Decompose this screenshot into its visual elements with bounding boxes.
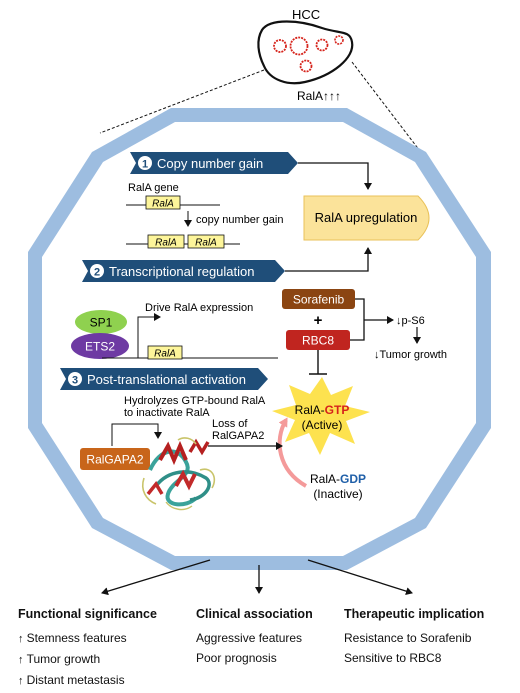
arrow-to-therapeutic: [307, 559, 413, 595]
banner-label: Post-translational activation: [87, 372, 246, 387]
plus-sign: +: [314, 312, 323, 329]
functional-header: Functional significance: [18, 607, 157, 621]
gain-label: copy number gain: [196, 214, 283, 226]
tumor-growth-effect: ↓Tumor growth: [374, 349, 447, 361]
rbc8-box: [286, 330, 350, 350]
banner-number: 2: [94, 267, 100, 279]
sorafenib-box: [282, 289, 355, 309]
functional-item: ↑ Distant metastasis: [18, 673, 125, 687]
inactive-rala-label: RalA-GDP: [310, 472, 366, 486]
liver-icon: [257, 20, 354, 85]
hydrolyze-line2: to inactivate RalA: [124, 407, 210, 419]
activation-arrow: [277, 417, 308, 488]
active-rala-label: RalA-GTP: [295, 403, 350, 417]
clinical-item: Aggressive features: [196, 631, 303, 645]
ralgapa2-label: RalGAPA2: [86, 453, 143, 467]
therapeutic-item: Sensitive to RBC8: [344, 651, 442, 665]
zoom-line-left: [99, 69, 265, 134]
hydrolyze-connector: [111, 423, 162, 446]
tumor-spot: [315, 38, 329, 52]
amplified-box: [147, 234, 185, 249]
inactive-state-label: (Inactive): [313, 487, 362, 501]
therapeutic-header: Therapeutic implication: [344, 607, 485, 621]
sp1-factor: [75, 310, 127, 334]
ets2-factor: [71, 333, 129, 359]
banner-transcriptional: 2 Transcriptional regulation: [82, 260, 285, 282]
hydrolyze-line1: Hydrolyzes GTP-bound RalA: [124, 395, 266, 407]
upregulation-box: [303, 195, 430, 241]
clinical-association-column: Clinical association Aggressive features…: [196, 604, 313, 668]
therapeutic-item: Resistance to Sorafenib: [344, 631, 472, 645]
promoter-gene-box: [147, 345, 183, 360]
ets2-label: ETS2: [85, 340, 115, 354]
ralgapa2-box: [80, 448, 150, 470]
transcription-start-arrow: [137, 313, 161, 358]
ps6-effect: ↓p-S6: [396, 315, 425, 327]
gene-box-label: RalA: [152, 199, 174, 210]
drive-label: Drive RalA expression: [145, 302, 253, 314]
banner-label: Transcriptional regulation: [109, 264, 254, 279]
gene-box: [145, 195, 181, 210]
sorafenib-label: Sorafenib: [293, 293, 345, 307]
tumor-spot: [273, 39, 287, 53]
tumor-spot: [299, 59, 313, 73]
amplified-box-label: RalA: [155, 238, 177, 249]
banner-post-translational: 3 Post-translational activation: [60, 368, 268, 390]
functional-significance-column: Functional significance ↑ Stemness featu…: [18, 604, 157, 691]
sp1-label: SP1: [90, 316, 113, 330]
active-state-label: (Active): [302, 418, 343, 432]
loss-line2: RalGAPA2: [212, 430, 264, 442]
functional-item: ↑ Tumor growth: [18, 652, 101, 666]
protein-structure-image: [141, 437, 216, 511]
rala-label: RalA↑↑↑: [297, 89, 341, 103]
banner-copy-number: 1 Copy number gain: [130, 152, 298, 174]
organ-label: HCC: [292, 7, 320, 22]
promoter-gene-label: RalA: [154, 349, 176, 360]
tumor-spot: [334, 35, 344, 45]
loss-line1: Loss of: [212, 418, 248, 430]
functional-item: ↑ Stemness features: [18, 631, 127, 645]
banner-label: Copy number gain: [157, 156, 263, 171]
arrow-banner2-to-upreg: [285, 247, 372, 272]
tumor-spot: [289, 36, 309, 56]
banner-number: 3: [72, 375, 78, 387]
banner-number: 1: [142, 159, 148, 171]
arrow-banner1-to-upreg: [298, 162, 372, 190]
arrow-to-functional: [101, 559, 211, 596]
zoom-line-right: [351, 61, 424, 156]
amplified-box-label: RalA: [195, 238, 217, 249]
amplified-box: [187, 234, 225, 249]
upregulation-label: RalA upregulation: [315, 210, 418, 225]
gene-label: RalA gene: [128, 182, 179, 194]
clinical-item: Poor prognosis: [196, 651, 277, 665]
therapeutic-implication-column: Therapeutic implication Resistance to So…: [344, 604, 484, 668]
clinical-header: Clinical association: [196, 607, 313, 621]
active-star: [272, 377, 370, 455]
rbc8-label: RBC8: [302, 334, 334, 348]
